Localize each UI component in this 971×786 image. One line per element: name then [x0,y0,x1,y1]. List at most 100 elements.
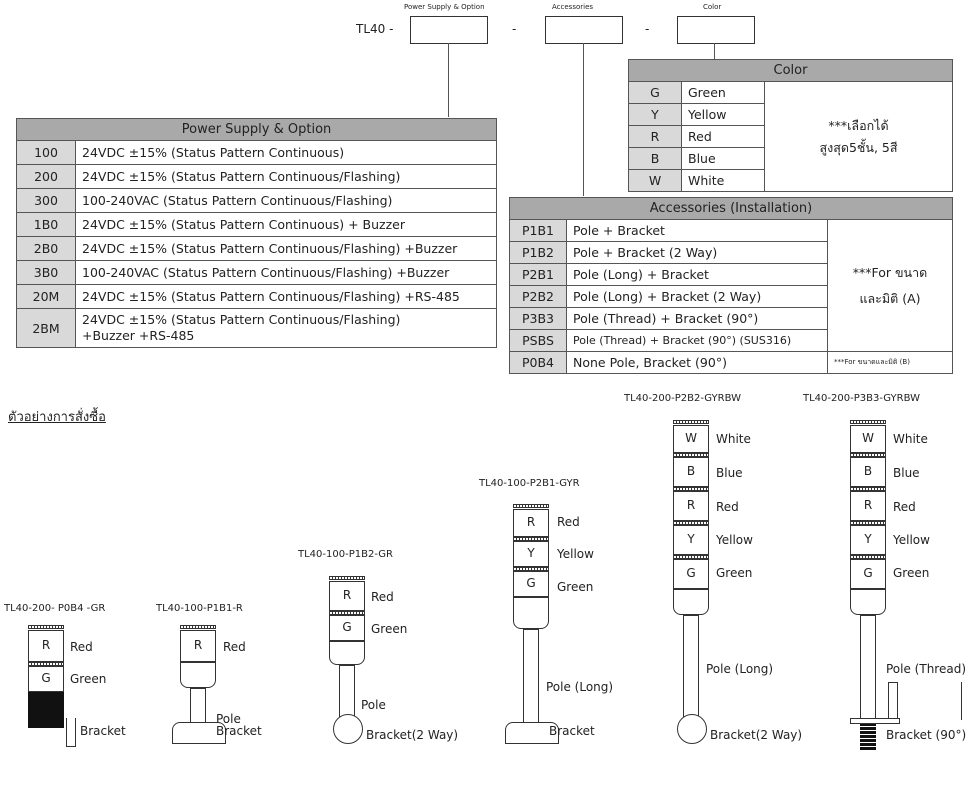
power-code: 100 [16,140,76,165]
housing [180,662,216,688]
light-segment: R [673,491,709,521]
color-name: Red [681,125,765,148]
acc-code: P2B2 [509,285,567,308]
pole-label: Pole (Long) [706,662,774,676]
housing [513,597,549,629]
model-prefix: TL40 - [356,22,394,36]
light-segment: B [673,457,709,487]
power-code: 20M [16,284,76,309]
power-code: 2B0 [16,236,76,261]
acc-table-title: Accessories (Installation) [509,197,953,220]
accessories-code-box [545,16,623,44]
mount-label: Bracket (90°) [886,728,967,742]
bracket-90-plate [850,718,900,724]
acc-code: PSBS [509,329,567,352]
base-unit [28,692,64,728]
pole [339,665,355,717]
acc-desc: None Pole, Bracket (90°) [566,351,828,374]
color-note: ***เลือกได้ สูงสุด5ชั้น, 5สี [764,81,953,192]
example-code: TL40-100-P2B1-GYR [479,478,580,489]
acc-code: P1B1 [509,219,567,242]
light-letter: G [863,566,873,580]
light-letter: W [685,431,697,445]
label-accessories: Accessories [552,3,594,11]
light-label: Red [371,590,394,604]
light-segment: Y [850,525,886,555]
power-code: 300 [16,188,76,213]
light-segment: R [850,491,886,521]
light-segment: B [850,457,886,487]
light-segment: G [850,559,886,589]
color-table: Color G Green ***เลือกได้ สูงสุด5ชั้น, 5… [628,59,953,192]
mount-label: Bracket(2 Way) [366,728,459,742]
acc-note-a: ***For ขนาด และมิติ (A) [827,219,953,352]
light-segment: G [329,615,365,641]
light-letter: B [686,464,696,478]
light-label: Green [893,566,930,580]
light-segment: Y [673,525,709,555]
color-code: G [628,81,682,104]
light-label: Blue [716,466,743,480]
power-desc: 24VDC ±15% (Status Pattern Continuous/Fl… [75,164,497,189]
power-desc-line1: 24VDC ±15% (Status Pattern Continuous/Fl… [82,312,401,327]
acc-desc: Pole (Thread) + Bracket (90°) [566,307,828,330]
cap-fins [180,625,216,629]
light-segment: R [180,630,216,662]
connector-power [448,43,449,117]
color-name: Green [681,81,765,104]
mount-label: Bracket(2 Way) [710,728,803,742]
light-letter: Y [864,532,872,546]
light-segment: R [28,630,64,662]
color-name: White [681,169,765,192]
power-code: 2BM [16,308,76,348]
light-segment: G [28,666,64,692]
housing [329,641,365,665]
cap-fins [28,625,64,629]
bracket-90 [850,682,968,720]
light-letter: R [686,498,696,512]
acc-desc: Pole + Bracket [566,219,828,242]
acc-note-a-line1: ***For ขนาด [852,264,928,280]
power-desc: 24VDC ±15% (Status Pattern Continuous) [75,140,497,165]
color-note-line2: สูงสุด5ชั้น, 5สี [819,139,898,155]
light-label: Red [70,640,93,654]
mount-label: Bracket [80,724,126,738]
power-desc: 100-240VAC (Status Pattern Continuous/Fl… [75,260,497,285]
thread-end [860,724,876,750]
power-table-title: Power Supply & Option [16,118,497,141]
light-segment: G [673,559,709,589]
pole-label: Pole [216,712,241,726]
segment-divider [329,611,365,615]
example-code: TL40-100-P1B1-R [156,603,243,614]
light-label: White [893,432,928,446]
light-label: Green [371,622,408,636]
light-label: Red [716,500,739,514]
pole-label: Pole (Thread) [886,662,967,676]
segment-divider [513,537,549,541]
power-desc: 100-240VAC (Status Pattern Continuous/Fl… [75,188,497,213]
light-letter: B [863,464,873,478]
color-code: B [628,147,682,170]
light-letter: R [342,588,352,602]
light-label: Yellow [893,533,930,547]
pole [683,615,699,717]
bracket-2way [677,714,707,744]
power-desc: 24VDC ±15% (Status Pattern Continuous/Fl… [75,236,497,261]
segment-divider [850,521,886,525]
light-letter: G [342,620,352,634]
light-label: Red [223,640,246,654]
light-letter: Y [687,532,695,546]
color-table-title: Color [628,59,953,82]
light-segment: Y [513,541,549,567]
example-code: TL40-200-P3B3-GYRBW [803,393,920,404]
light-letter: R [526,515,536,529]
power-desc: 24VDC ±15% (Status Pattern Continuous/Fl… [75,308,497,348]
acc-code: P1B2 [509,241,567,264]
examples-title: ตัวอย่างการสั่งซื้อ [8,410,106,425]
cap-fins [850,420,886,424]
power-code-box [410,16,488,44]
light-label: Blue [893,466,920,480]
acc-desc: Pole (Long) + Bracket (2 Way) [566,285,828,308]
